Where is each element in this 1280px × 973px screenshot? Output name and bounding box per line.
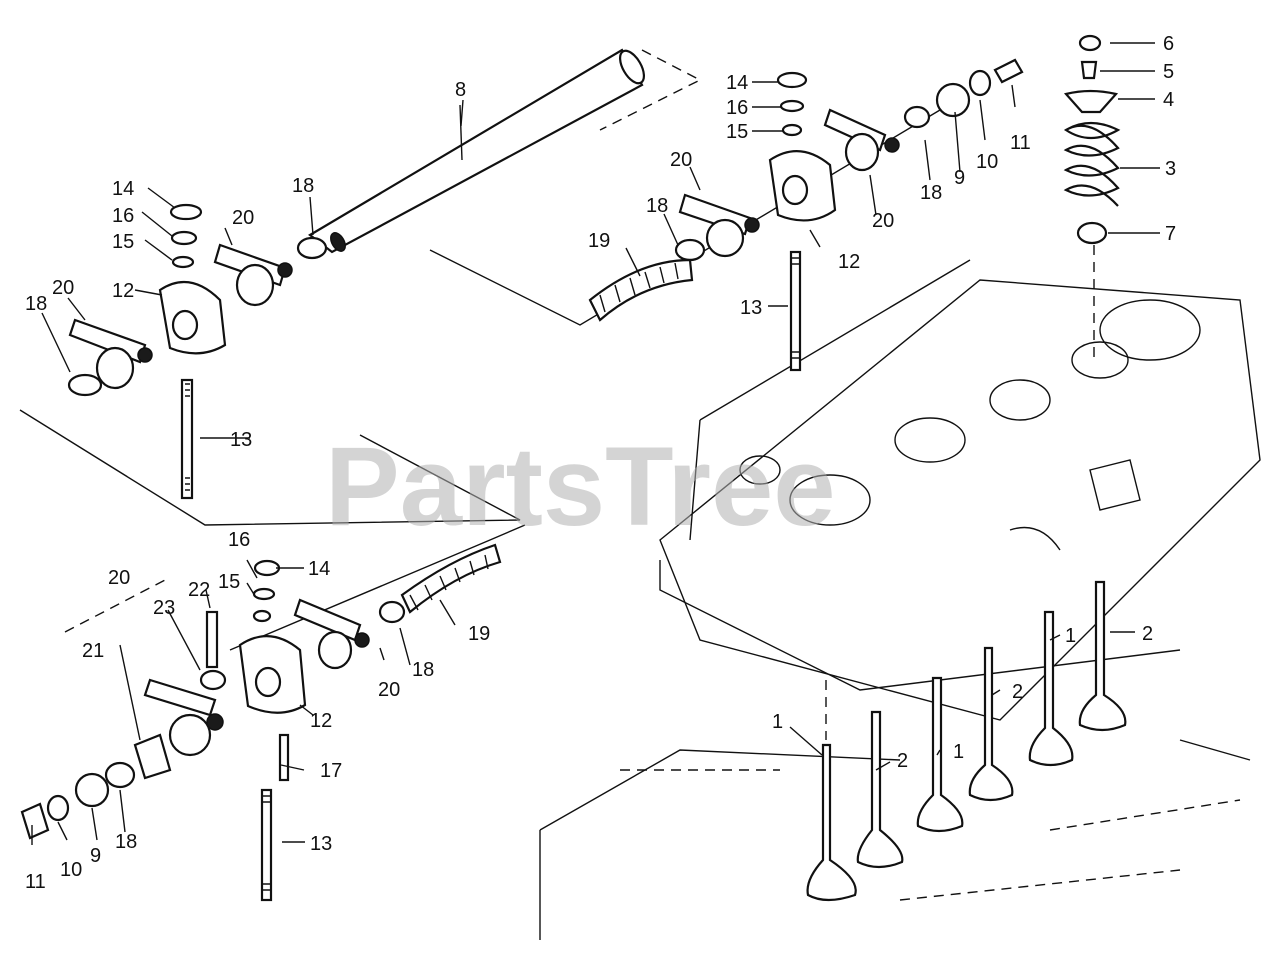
callout-label: 16 [726, 97, 748, 119]
callout-label: 22 [188, 579, 210, 601]
callout-label: 10 [60, 859, 82, 881]
callout-label: 8 [455, 79, 466, 101]
callout-label: 2 [897, 750, 908, 772]
callout-label: 19 [468, 623, 490, 645]
callout-label: 11 [1010, 132, 1031, 154]
callout-label: 5 [1163, 61, 1174, 83]
cylinder-head [659, 259, 1261, 721]
callout-label: 1 [1065, 625, 1076, 647]
callout-label: 12 [112, 280, 134, 302]
callout-label: 18 [115, 831, 137, 853]
callout-label: 18 [412, 659, 434, 681]
watermark-text: PartsTree [325, 424, 836, 549]
callout-label: 18 [292, 175, 314, 197]
callout-label: 17 [320, 760, 342, 782]
callout-label: 15 [112, 231, 134, 253]
callout-label: 23 [153, 597, 175, 619]
callout-label: 9 [954, 167, 965, 189]
callout-label: 15 [726, 121, 748, 143]
callout-label: 19 [588, 230, 610, 252]
engine-block [539, 739, 1251, 940]
callout-label: 18 [646, 195, 668, 217]
callout-label: 16 [228, 529, 250, 551]
callout-label: 20 [232, 207, 254, 229]
rocker-shaft [308, 48, 702, 254]
callout-label: 16 [112, 205, 134, 227]
callout-label: 14 [112, 178, 134, 200]
callout-leaders [31, 42, 1160, 845]
callout-label: 2 [1012, 681, 1023, 703]
callout-label: 13 [310, 833, 332, 855]
callout-label: 14 [308, 558, 330, 580]
callout-label: 4 [1163, 89, 1174, 111]
rocker-group-bottom-left [20, 524, 526, 902]
callout-label: 2 [1142, 623, 1153, 645]
callout-label: 13 [740, 297, 762, 319]
callout-label: 20 [872, 210, 894, 232]
callout-label: 13 [230, 429, 252, 451]
callout-label: 20 [670, 149, 692, 171]
rocker-group-top-right [429, 58, 1024, 372]
callout-label: 6 [1163, 33, 1174, 55]
callout-label: 9 [90, 845, 101, 867]
callout-label: 3 [1165, 158, 1176, 180]
callout-label: 20 [378, 679, 400, 701]
valve-spring-assembly [1063, 34, 1121, 362]
callout-label: 18 [25, 293, 47, 315]
callout-label: 10 [976, 151, 998, 173]
callout-label: 18 [920, 182, 942, 204]
callout-label: 12 [310, 710, 332, 732]
callout-label: 7 [1165, 223, 1176, 245]
callout-label: 12 [838, 251, 860, 273]
callout-label: 1 [953, 741, 964, 763]
callout-label: 1 [772, 711, 783, 733]
valves [806, 580, 1127, 902]
rocker-group-top-left [19, 203, 521, 526]
callout-label: 14 [726, 72, 748, 94]
callout-label: 11 [25, 871, 46, 893]
callout-label: 15 [218, 571, 240, 593]
callout-label: 20 [108, 567, 130, 589]
callout-label: 21 [82, 640, 104, 662]
callout-label: 20 [52, 277, 74, 299]
